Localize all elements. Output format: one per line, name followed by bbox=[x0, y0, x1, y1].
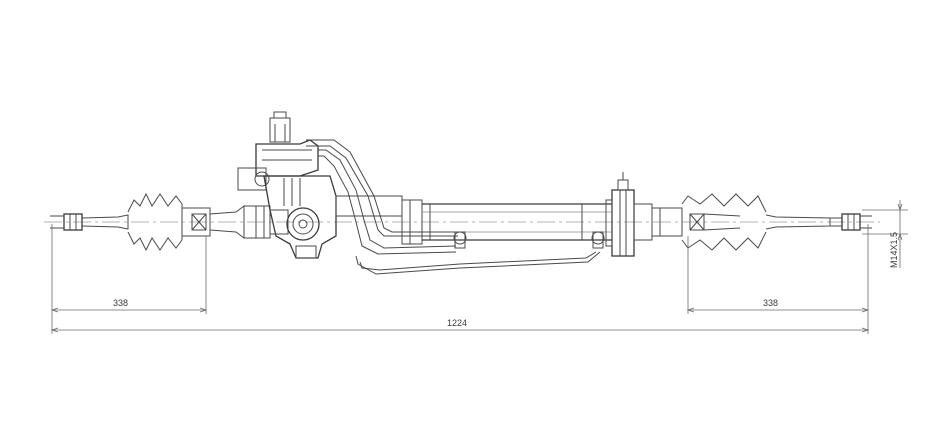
cylinder-tube bbox=[335, 195, 612, 249]
left-housing bbox=[243, 205, 289, 239]
right-tie-rod bbox=[765, 213, 872, 231]
left-offset-label: 338 bbox=[113, 298, 128, 308]
right-end-cap bbox=[605, 172, 653, 257]
hydraulic-lines bbox=[306, 139, 601, 275]
overall-length-label: 1224 bbox=[447, 318, 467, 328]
left-tie-rod bbox=[50, 213, 129, 231]
thread-spec-label: M14X1.5 bbox=[889, 232, 899, 268]
left-bellows bbox=[127, 192, 245, 252]
right-bellows bbox=[651, 193, 767, 251]
valve-housing bbox=[237, 111, 337, 259]
dimension-lines bbox=[50, 200, 908, 334]
right-offset-label: 338 bbox=[763, 298, 778, 308]
